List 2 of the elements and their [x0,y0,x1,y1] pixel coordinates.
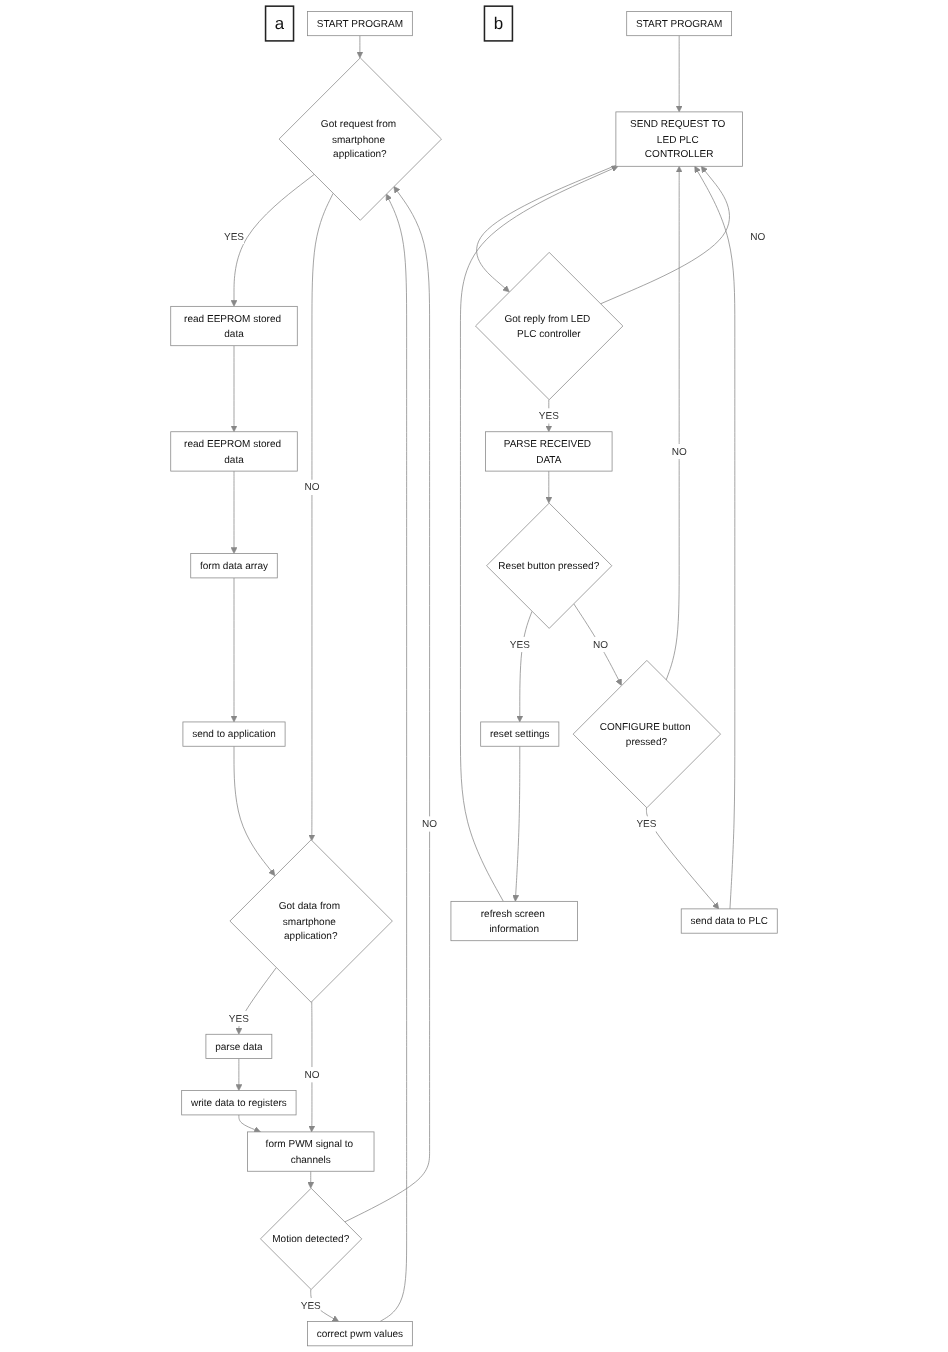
node-box: b [483,5,514,42]
node-box: a [264,5,295,42]
